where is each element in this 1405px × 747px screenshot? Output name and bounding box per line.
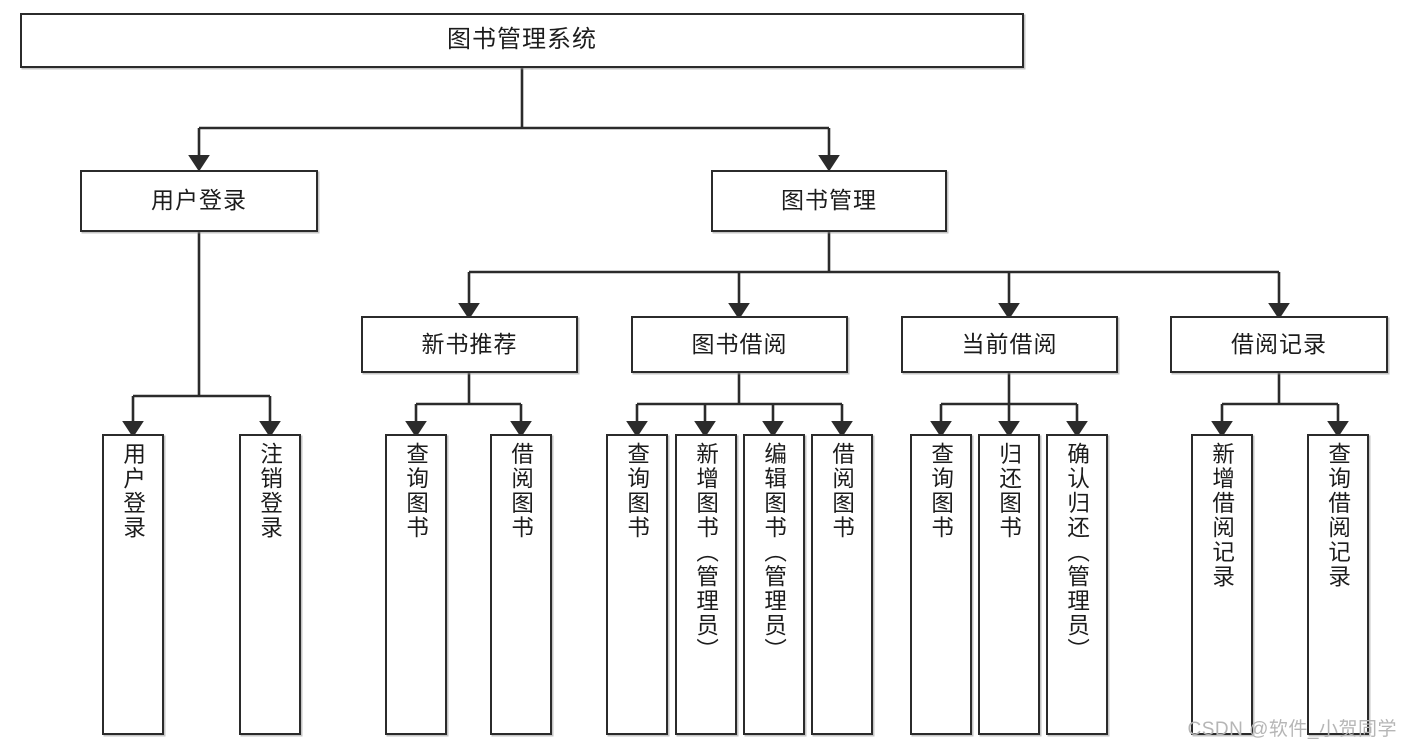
node-label: 新增图书（管理员）: [693, 442, 719, 663]
leaf-current-borrow-query-book[interactable]: 查询图书: [910, 434, 972, 735]
node-label: 用户登录: [151, 187, 247, 214]
leaf-borrow-record-add-record[interactable]: 新增借阅记录: [1191, 434, 1253, 735]
node-label: 用户登录: [120, 442, 146, 540]
node-borrow-record[interactable]: 借阅记录: [1170, 316, 1388, 373]
node-label: 借阅图书: [829, 442, 855, 540]
node-label: 归还图书: [996, 442, 1022, 540]
leaf-borrow-record-query-record[interactable]: 查询借阅记录: [1307, 434, 1369, 735]
node-label: 新增借阅记录: [1209, 442, 1235, 589]
node-new-book-recommend[interactable]: 新书推荐: [361, 316, 578, 373]
node-label: 图书管理: [781, 187, 877, 214]
node-label: 图书管理系统: [447, 26, 597, 54]
leaf-new-book-borrow-book[interactable]: 借阅图书: [490, 434, 552, 735]
leaf-book-borrow-borrow-book[interactable]: 借阅图书: [811, 434, 873, 735]
node-label: 查询图书: [928, 442, 954, 540]
node-label: 查询图书: [403, 442, 429, 540]
node-label: 注销登录: [257, 442, 283, 540]
node-label: 查询借阅记录: [1325, 442, 1351, 589]
leaf-new-book-query-book[interactable]: 查询图书: [385, 434, 447, 735]
leaf-user-login-logout[interactable]: 注销登录: [239, 434, 301, 735]
node-book-borrow[interactable]: 图书借阅: [631, 316, 848, 373]
node-label: 当前借阅: [961, 330, 1058, 357]
node-label: 编辑图书（管理员）: [761, 442, 787, 663]
node-label: 确认归还（管理员）: [1064, 442, 1090, 663]
node-current-borrow[interactable]: 当前借阅: [901, 316, 1118, 373]
node-root-book-management-system[interactable]: 图书管理系统: [20, 13, 1024, 68]
node-label: 查询图书: [624, 442, 650, 540]
node-label: 借阅记录: [1231, 330, 1327, 357]
leaf-book-borrow-query-book[interactable]: 查询图书: [606, 434, 668, 735]
leaf-user-login-login[interactable]: 用户登录: [102, 434, 164, 735]
node-label: 图书借阅: [691, 330, 788, 357]
leaf-book-borrow-add-book[interactable]: 新增图书（管理员）: [675, 434, 737, 735]
leaf-book-borrow-edit-book[interactable]: 编辑图书（管理员）: [743, 434, 805, 735]
node-user-login[interactable]: 用户登录: [80, 170, 318, 232]
node-label: 借阅图书: [508, 442, 534, 540]
node-label: 新书推荐: [421, 330, 518, 357]
leaf-current-borrow-confirm-return[interactable]: 确认归还（管理员）: [1046, 434, 1108, 735]
node-book-management[interactable]: 图书管理: [711, 170, 947, 232]
leaf-current-borrow-return-book[interactable]: 归还图书: [978, 434, 1040, 735]
